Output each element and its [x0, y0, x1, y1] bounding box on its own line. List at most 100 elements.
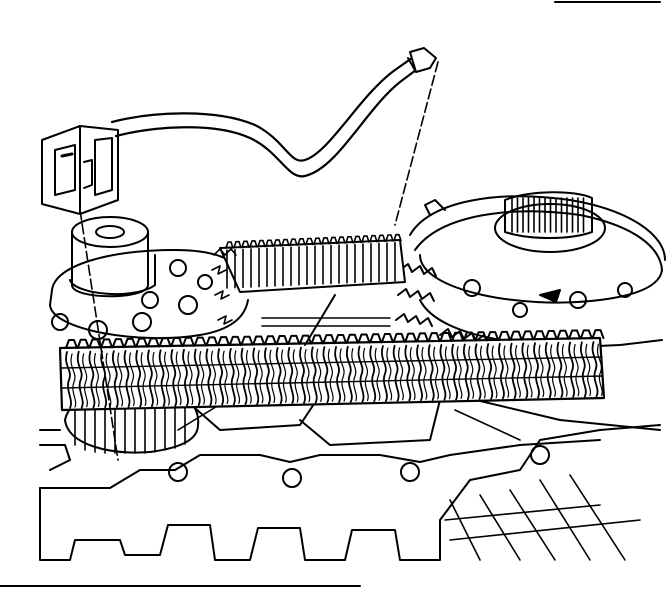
- chain-link-plate: [281, 349, 287, 403]
- chain-link-plate: [456, 346, 463, 400]
- chain-link-plate: [386, 347, 393, 401]
- chain-tooth: [556, 329, 570, 340]
- chain-tooth: [533, 330, 546, 341]
- chain-link: [233, 240, 242, 289]
- chain-link: [193, 348, 201, 407]
- drive-chain: [58, 329, 606, 412]
- chain-link-plate: [175, 351, 182, 406]
- sprocket-hole: [132, 312, 152, 332]
- chain-tooth: [111, 338, 125, 349]
- chain-tooth: [88, 338, 102, 349]
- chain-tooth: [568, 329, 582, 340]
- chain-tooth: [287, 334, 301, 345]
- chain-link-plate: [398, 347, 404, 401]
- chain-tooth: [100, 338, 114, 349]
- chain-link-plate: [140, 352, 147, 407]
- chain-link-plate: [433, 346, 439, 400]
- chain-tooth: [451, 331, 465, 342]
- chain-link: [377, 234, 386, 283]
- chain-link: [329, 236, 338, 285]
- driven-sprocket-teeth: [395, 263, 489, 344]
- housing-bolt-hole: [168, 462, 188, 482]
- sensor-body: [71, 216, 149, 298]
- chain-link-plate: [199, 350, 205, 405]
- chain-tooth: [217, 336, 231, 347]
- chain-link-plate: [550, 344, 556, 397]
- chain-link-plate: [129, 352, 135, 407]
- sensor-wire-harness: [110, 47, 437, 178]
- chain-tooth: [182, 336, 195, 347]
- chain-tooth: [357, 333, 371, 344]
- spline-outline: [504, 191, 593, 239]
- chain-link-plate: [374, 347, 381, 401]
- chain-link: [392, 344, 400, 402]
- chain-link: [65, 351, 72, 409]
- chain-link: [580, 341, 587, 398]
- chain-link: [591, 341, 599, 398]
- chain-link-plate: [503, 345, 510, 398]
- leader-lines: [79, 61, 439, 461]
- chain-link-plate: [480, 345, 486, 399]
- chain-tooth: [404, 332, 418, 343]
- chain-link: [416, 344, 423, 402]
- chain-tooth: [228, 335, 242, 346]
- chain-link: [345, 235, 354, 284]
- chain-tooth: [322, 334, 336, 345]
- chain-tooth: [334, 333, 348, 344]
- sprocket-teeth: [211, 248, 237, 325]
- chain-link-plate: [409, 347, 416, 401]
- lower-gear-teeth: [74, 391, 186, 454]
- chain-link: [474, 343, 482, 400]
- chain-link: [305, 237, 314, 286]
- chain-link: [321, 237, 330, 285]
- chain-link: [241, 240, 250, 289]
- chain-link: [147, 349, 154, 408]
- chain-link: [310, 346, 318, 404]
- chain-link: [289, 238, 298, 286]
- chain-link-plate: [526, 344, 533, 398]
- chain-outline: [219, 239, 406, 293]
- chain-link-plate: [573, 343, 580, 397]
- chain-link: [182, 348, 189, 407]
- chain-link: [240, 347, 248, 405]
- chain-link-plate: [152, 351, 159, 406]
- chain-tooth: [345, 333, 359, 344]
- housing-bolt-hole: [400, 462, 420, 482]
- driven-sprocket: [395, 195, 666, 348]
- chain-link-plate: [222, 350, 229, 405]
- chain-link-plate: [304, 349, 311, 403]
- chain-link: [353, 235, 362, 284]
- chain-tooth: [76, 338, 90, 349]
- chain-link: [463, 343, 470, 401]
- chain-link-plate: [187, 351, 194, 405]
- chain-link: [135, 349, 143, 408]
- chain-tooth: [591, 329, 605, 340]
- chain-link-plate: [327, 348, 334, 402]
- chain-tooth: [369, 333, 383, 344]
- chain-tooth: [579, 329, 593, 340]
- chain-link: [346, 345, 353, 403]
- chain-link: [544, 342, 552, 399]
- chain-link: [521, 342, 529, 399]
- sprocket-hole: [569, 291, 587, 309]
- chain-tooth: [158, 337, 172, 348]
- chain-link: [205, 348, 213, 406]
- chain-link-plate: [339, 348, 346, 402]
- chain-link: [439, 344, 447, 401]
- chain-link: [334, 346, 341, 403]
- chain-link: [568, 341, 575, 398]
- chain-tooth: [544, 329, 558, 340]
- housing-bolt-hole: [282, 468, 302, 488]
- chain-tooth: [275, 335, 289, 346]
- chain-tooth: [486, 331, 500, 342]
- chain-link-plate: [210, 350, 217, 405]
- sprocket-hole: [169, 259, 187, 277]
- chain-link: [404, 344, 412, 402]
- chain-link-plate: [269, 349, 276, 404]
- chain-link: [393, 233, 402, 282]
- chain-link-plate: [444, 346, 451, 400]
- chain-link-plate: [82, 353, 88, 408]
- chain-tooth: [439, 331, 453, 342]
